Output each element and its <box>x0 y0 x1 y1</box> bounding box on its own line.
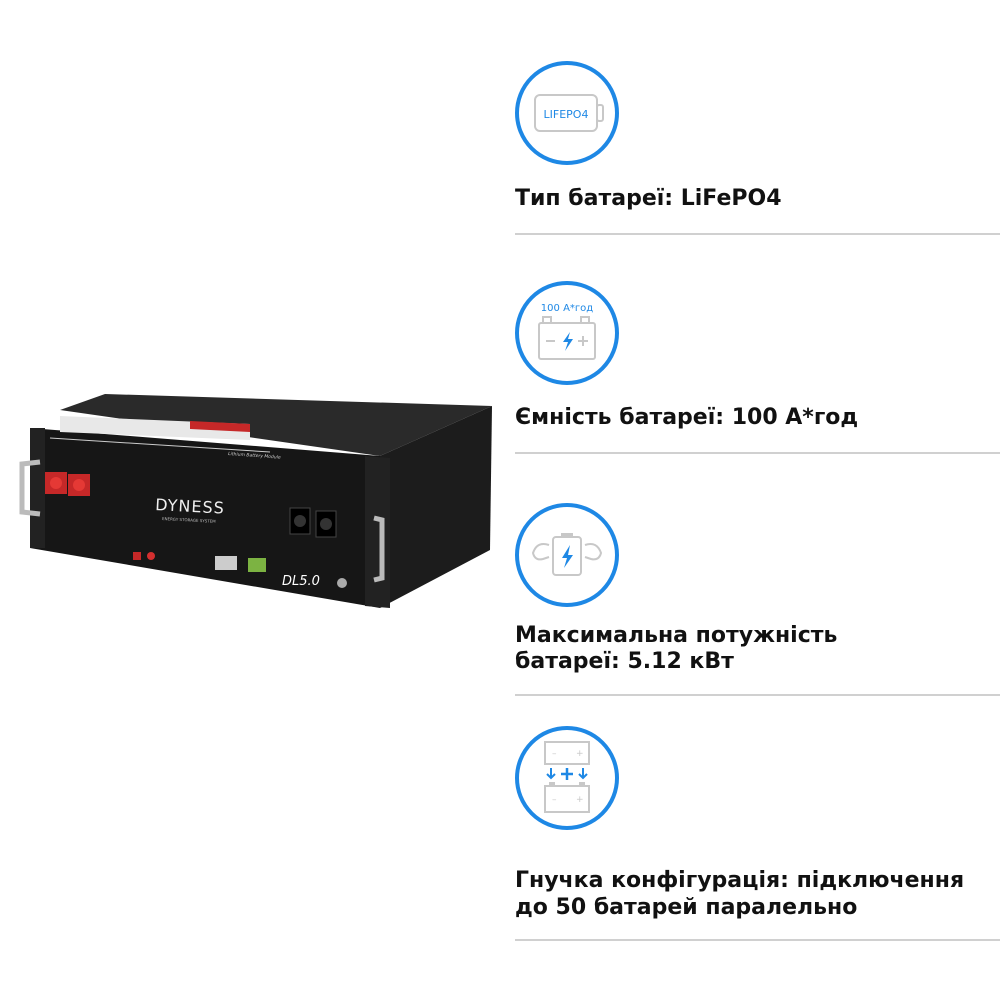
feature-title: Ємність батареї: 100 А*год <box>515 405 859 430</box>
lifepo4-battery-icon: LIFEPO4 <box>515 61 619 165</box>
battery-power-icon <box>515 503 619 607</box>
battery-product-image: DYNESS ENERGY STORAGE SYSTEM Lithium Bat… <box>0 380 500 620</box>
divider <box>515 694 1000 696</box>
parallel-batteries-icon: – + – + <box>515 726 619 830</box>
divider <box>515 233 1000 235</box>
svg-text:+: + <box>576 749 584 759</box>
svg-text:+: + <box>576 795 584 805</box>
icon-text: LIFEPO4 <box>544 108 589 121</box>
brand-logo: DYNESS <box>155 495 226 518</box>
svg-text:–: – <box>552 749 557 759</box>
feature-title-line-1: Максимальна потужність <box>515 623 838 648</box>
battery-capacity-icon: 100 А*год <box>515 281 619 385</box>
svg-text:–: – <box>552 795 557 805</box>
feature-title-line-2: батареї: 5.12 кВт <box>515 649 734 674</box>
model-label: DL5.0 <box>282 574 320 589</box>
divider <box>515 452 1000 454</box>
module-label: Lithium Battery Module <box>228 451 281 461</box>
icon-text: 100 А*год <box>541 303 593 314</box>
brand-subtitle: ENERGY STORAGE SYSTEM <box>162 516 216 524</box>
divider <box>515 939 1000 941</box>
feature-title-line-1: Гнучка конфігурація: підключення <box>515 868 965 893</box>
feature-title-line-2: до 50 батарей паралельно <box>515 895 858 920</box>
feature-title: Тип батареї: LiFePO4 <box>515 186 782 211</box>
